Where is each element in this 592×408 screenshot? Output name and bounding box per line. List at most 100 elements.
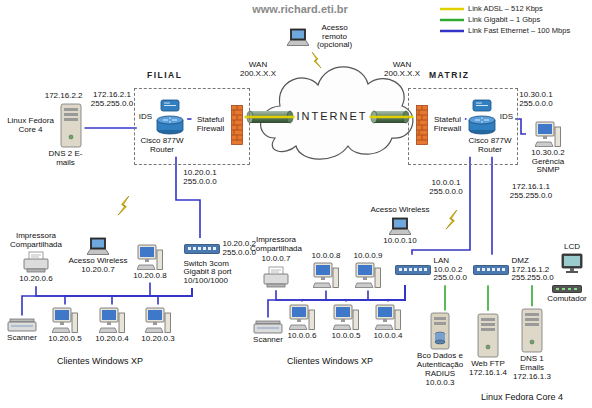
node-text: 10.20.0.4 <box>95 335 128 344</box>
address-label: Clientes Windows XP <box>57 357 143 367</box>
watermark: www.richard.eti.br <box>252 3 348 15</box>
address-label: Clientes Windows XP <box>287 357 373 367</box>
server-icon <box>520 308 544 353</box>
kvm-icon <box>552 285 582 293</box>
printer: Impressora Compartilhada10.0.0.7 <box>245 234 307 290</box>
network-link <box>388 285 405 301</box>
node-text: IDS <box>500 113 513 122</box>
network-link <box>158 288 192 305</box>
node-text: Cisco 877W Router <box>140 137 184 155</box>
annotation: 10.30.0.1 255.0.0.0 <box>514 91 558 109</box>
node-text: Cisco 877W Router <box>468 137 512 155</box>
node-text: Scanner <box>7 334 37 343</box>
site-region: Stateful FirewallIDSCisco 877W RouterMAT… <box>408 88 518 165</box>
client-pc: 10.20.0.5 <box>46 305 83 346</box>
node-text: Web FTP 172.16.1.4 <box>468 360 508 378</box>
server-icon <box>59 103 83 148</box>
switch-icon <box>395 265 431 275</box>
node-text: LCD <box>564 243 580 252</box>
legend-row: Link Gigabit – 1 Gbps <box>440 16 540 24</box>
legend-swatch <box>440 8 464 11</box>
db-icon <box>428 312 452 350</box>
node-text: 10.0.0.10 <box>383 237 416 246</box>
node-text: Switch 3com Gigabit 8 port 10/100/1000 <box>184 260 248 286</box>
lcd-monitor: LCD <box>559 241 585 276</box>
annotation: Linux Fedora Core 4 <box>481 393 563 403</box>
wireless-laptop: Acesso Wireless 10.20.0.7 <box>65 235 131 277</box>
annotation: www.richard.eti.br <box>252 3 348 15</box>
client-pc: 10.20.0.8 <box>131 242 168 283</box>
node-text: Bco Dados e Autenticação RADIUS 10.0.0.3 <box>415 352 465 387</box>
router-icon <box>467 99 497 135</box>
pc-icon <box>333 304 359 330</box>
node-text: Scanner <box>253 336 283 345</box>
node-text: 10.0.0.8 <box>312 252 341 261</box>
kvm-switch: Comutador <box>545 283 589 306</box>
address-label: WAN 200.X.X.X <box>238 61 278 79</box>
scanner: Scanner <box>251 318 285 347</box>
database-server: Bco Dados e Autenticação RADIUS 10.0.0.3 <box>413 310 467 389</box>
pc-icon <box>145 307 171 333</box>
router-icon <box>155 99 185 135</box>
pc-icon <box>99 307 125 333</box>
client-pc: 10.20.0.3 <box>139 305 176 346</box>
annotation: Clientes Windows XP <box>57 357 143 367</box>
network-link <box>112 288 192 305</box>
node-text: Stateful Firewall <box>431 116 465 134</box>
address-label: WAN 200.X.X.X <box>382 61 422 79</box>
client-pc: 10.0.0.8 <box>310 250 343 291</box>
network-link <box>65 288 192 305</box>
network-link <box>268 285 405 317</box>
legend-sample <box>440 28 464 34</box>
node-text: Acesso Wireless <box>370 206 429 215</box>
lcd-icon <box>561 253 583 273</box>
address-label: 172.16.2.1 255.255.0.0 <box>89 91 135 109</box>
node-text: Comutador <box>547 295 587 304</box>
node-text: 10.20.0.3 <box>141 335 174 344</box>
annotation: 10.20.0.1 255.0.0.0 <box>180 169 220 187</box>
pc-icon <box>355 262 381 288</box>
wireless-bolt <box>118 196 129 215</box>
router: IDSCisco 877W Router <box>137 97 187 157</box>
internet-cloud: INTERNET <box>295 108 370 124</box>
address-label: 10.0.0.1 255.0.0.0 <box>426 179 466 197</box>
node-text: 10.20.0.5 <box>48 335 81 344</box>
network-link <box>370 116 414 119</box>
node-text: INTERNET <box>297 110 368 122</box>
node-text: 10.0.0.5 <box>332 332 361 341</box>
laptop-icon <box>287 28 309 46</box>
node-text: Stateful Firewall <box>194 116 228 134</box>
node-text: Acesso remoto (opcional) <box>312 24 358 50</box>
legend-swatch <box>440 19 464 22</box>
client-pc: 10.0.0.6 <box>286 302 319 343</box>
node-text: Acesso Wireless 10.20.0.7 <box>67 257 129 275</box>
firewall: Stateful Firewall <box>192 103 245 147</box>
server-icon <box>476 313 500 358</box>
address-label: 10.20.0.1 255.0.0.0 <box>180 169 220 187</box>
client-pc: 10.0.0.4 <box>372 302 405 343</box>
node-text: DNS 2 E-mails <box>49 150 83 168</box>
dns-server: DNS 1 Emails 172.16.1.3 <box>510 306 554 383</box>
legend-row: Link ADSL – 512 Kbps <box>440 5 543 13</box>
address-label: 172.16.1.1 255.255.0.0 <box>508 183 554 201</box>
network-link <box>444 285 446 310</box>
wireless-laptop: Acesso Wireless 10.0.0.10 <box>368 204 431 248</box>
node-text: MATRIZ <box>429 71 469 80</box>
switch-icon <box>473 265 509 275</box>
fw-icon <box>416 105 428 145</box>
legend-row: Link Fast Ethernet – 100 Mbps <box>440 27 570 35</box>
node-text: 10.0.0.7 <box>262 255 291 264</box>
network-link <box>465 118 467 120</box>
network-switch: DMZ 172.16.1.2 255.255.0.0 <box>471 255 560 285</box>
node-text: 10.30.0.2 Gerência SNMP <box>528 149 568 175</box>
client-pc: 10.20.0.4 <box>93 305 130 346</box>
annotation: Clientes Windows XP <box>287 357 373 367</box>
node-text: Impressora Compartilhada <box>247 236 305 254</box>
legend-text: Link ADSL – 512 Kbps <box>468 5 543 13</box>
site-region: IDSCisco 877W RouterStateful FirewallFIL… <box>134 88 250 165</box>
web-server: Web FTP 172.16.1.4 <box>466 311 510 380</box>
annotation: 172.16.1.1 255.255.0.0 <box>508 183 554 201</box>
network-link <box>515 119 526 134</box>
server: 172.16.2.2Linux Fedora Core 4DNS 2 E-mai… <box>4 90 85 169</box>
